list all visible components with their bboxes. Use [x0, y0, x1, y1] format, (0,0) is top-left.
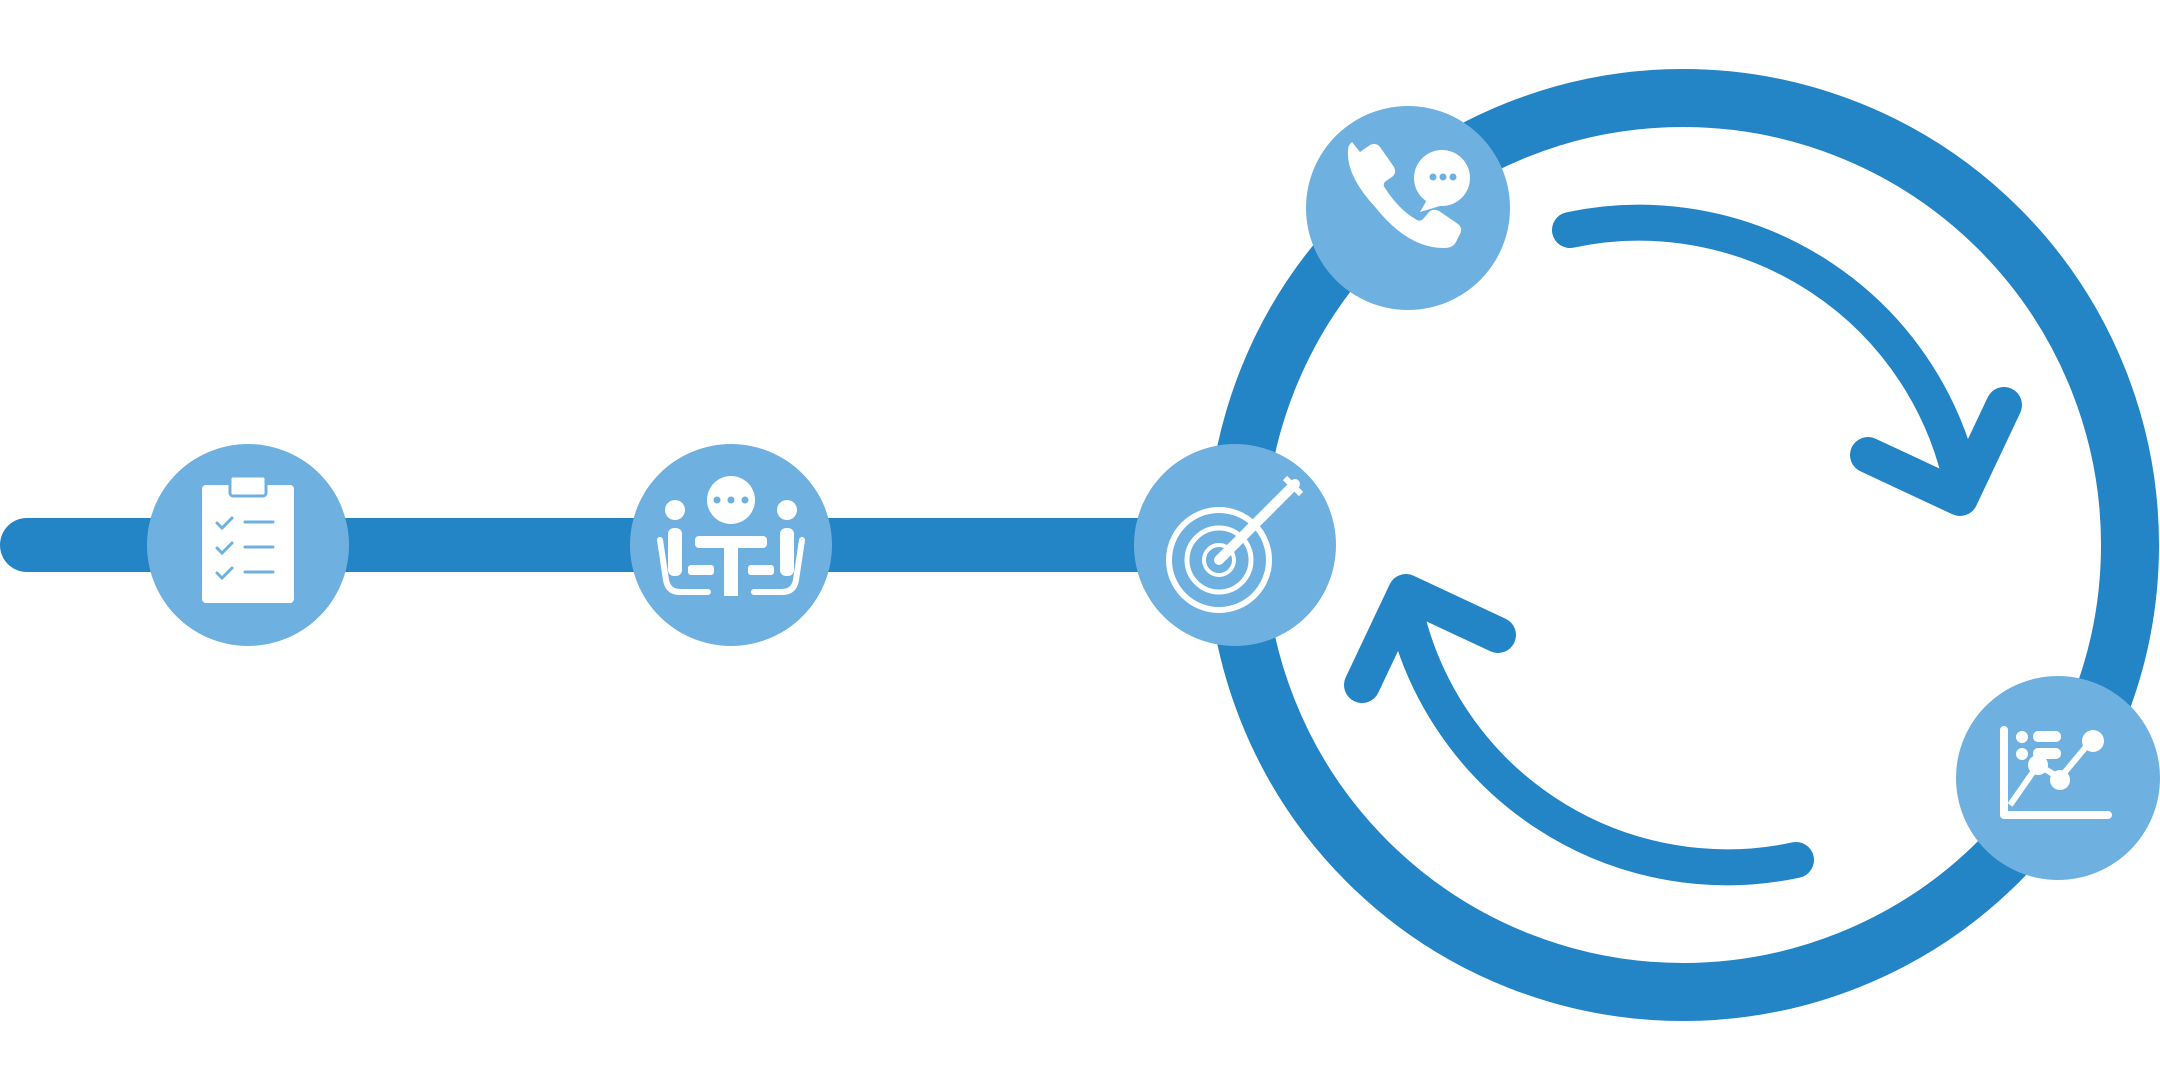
timeline-step-1	[147, 444, 349, 646]
analytics-chart-icon	[2000, 726, 2112, 819]
clockwise-arrow-bottom	[1344, 574, 1814, 886]
clockwise-arrow-top	[1552, 204, 2022, 516]
timeline-step-3	[1134, 444, 1336, 646]
cycle-node-phone	[1306, 106, 1510, 310]
cycle-node-analytics	[1956, 676, 2160, 880]
target-goal-icon	[1166, 475, 1304, 613]
meeting-discussion-icon	[657, 476, 805, 596]
checklist-icon	[202, 474, 294, 603]
timeline-step-2	[630, 444, 832, 646]
phone-chat-icon	[1347, 142, 1470, 248]
